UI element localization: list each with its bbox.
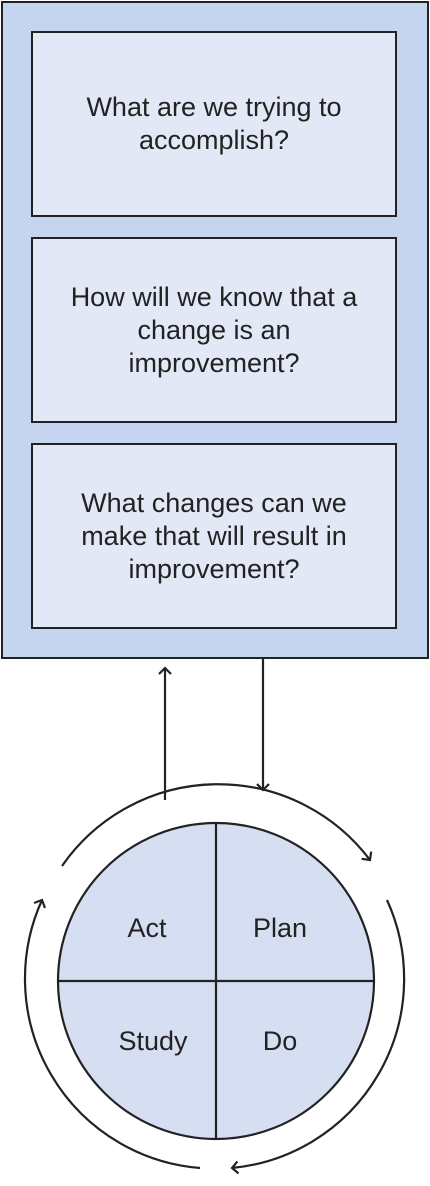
question-aim-text: What are we trying to accomplish? (86, 92, 342, 155)
quadrant-study-label: Study (118, 1026, 188, 1056)
question-measure-text: How will we know that a change is an imp… (70, 281, 358, 378)
quadrant-plan-label: Plan (253, 913, 307, 943)
question-box-change: What changes can we make that will resul… (31, 443, 397, 629)
quadrant-act-label: Act (127, 913, 167, 943)
quadrant-do-label: Do (263, 1026, 298, 1056)
cycle-arrow-top (61, 783, 373, 867)
cycle-arrow-left (23, 898, 201, 1170)
question-change-text: What changes can we make that will resul… (81, 487, 347, 584)
question-box-measure: How will we know that a change is an imp… (31, 237, 397, 423)
model-questions-panel: What are we trying to accomplish? How wi… (1, 1, 429, 659)
cycle-arrow-right (230, 899, 406, 1175)
question-box-aim: What are we trying to accomplish? (31, 31, 397, 217)
